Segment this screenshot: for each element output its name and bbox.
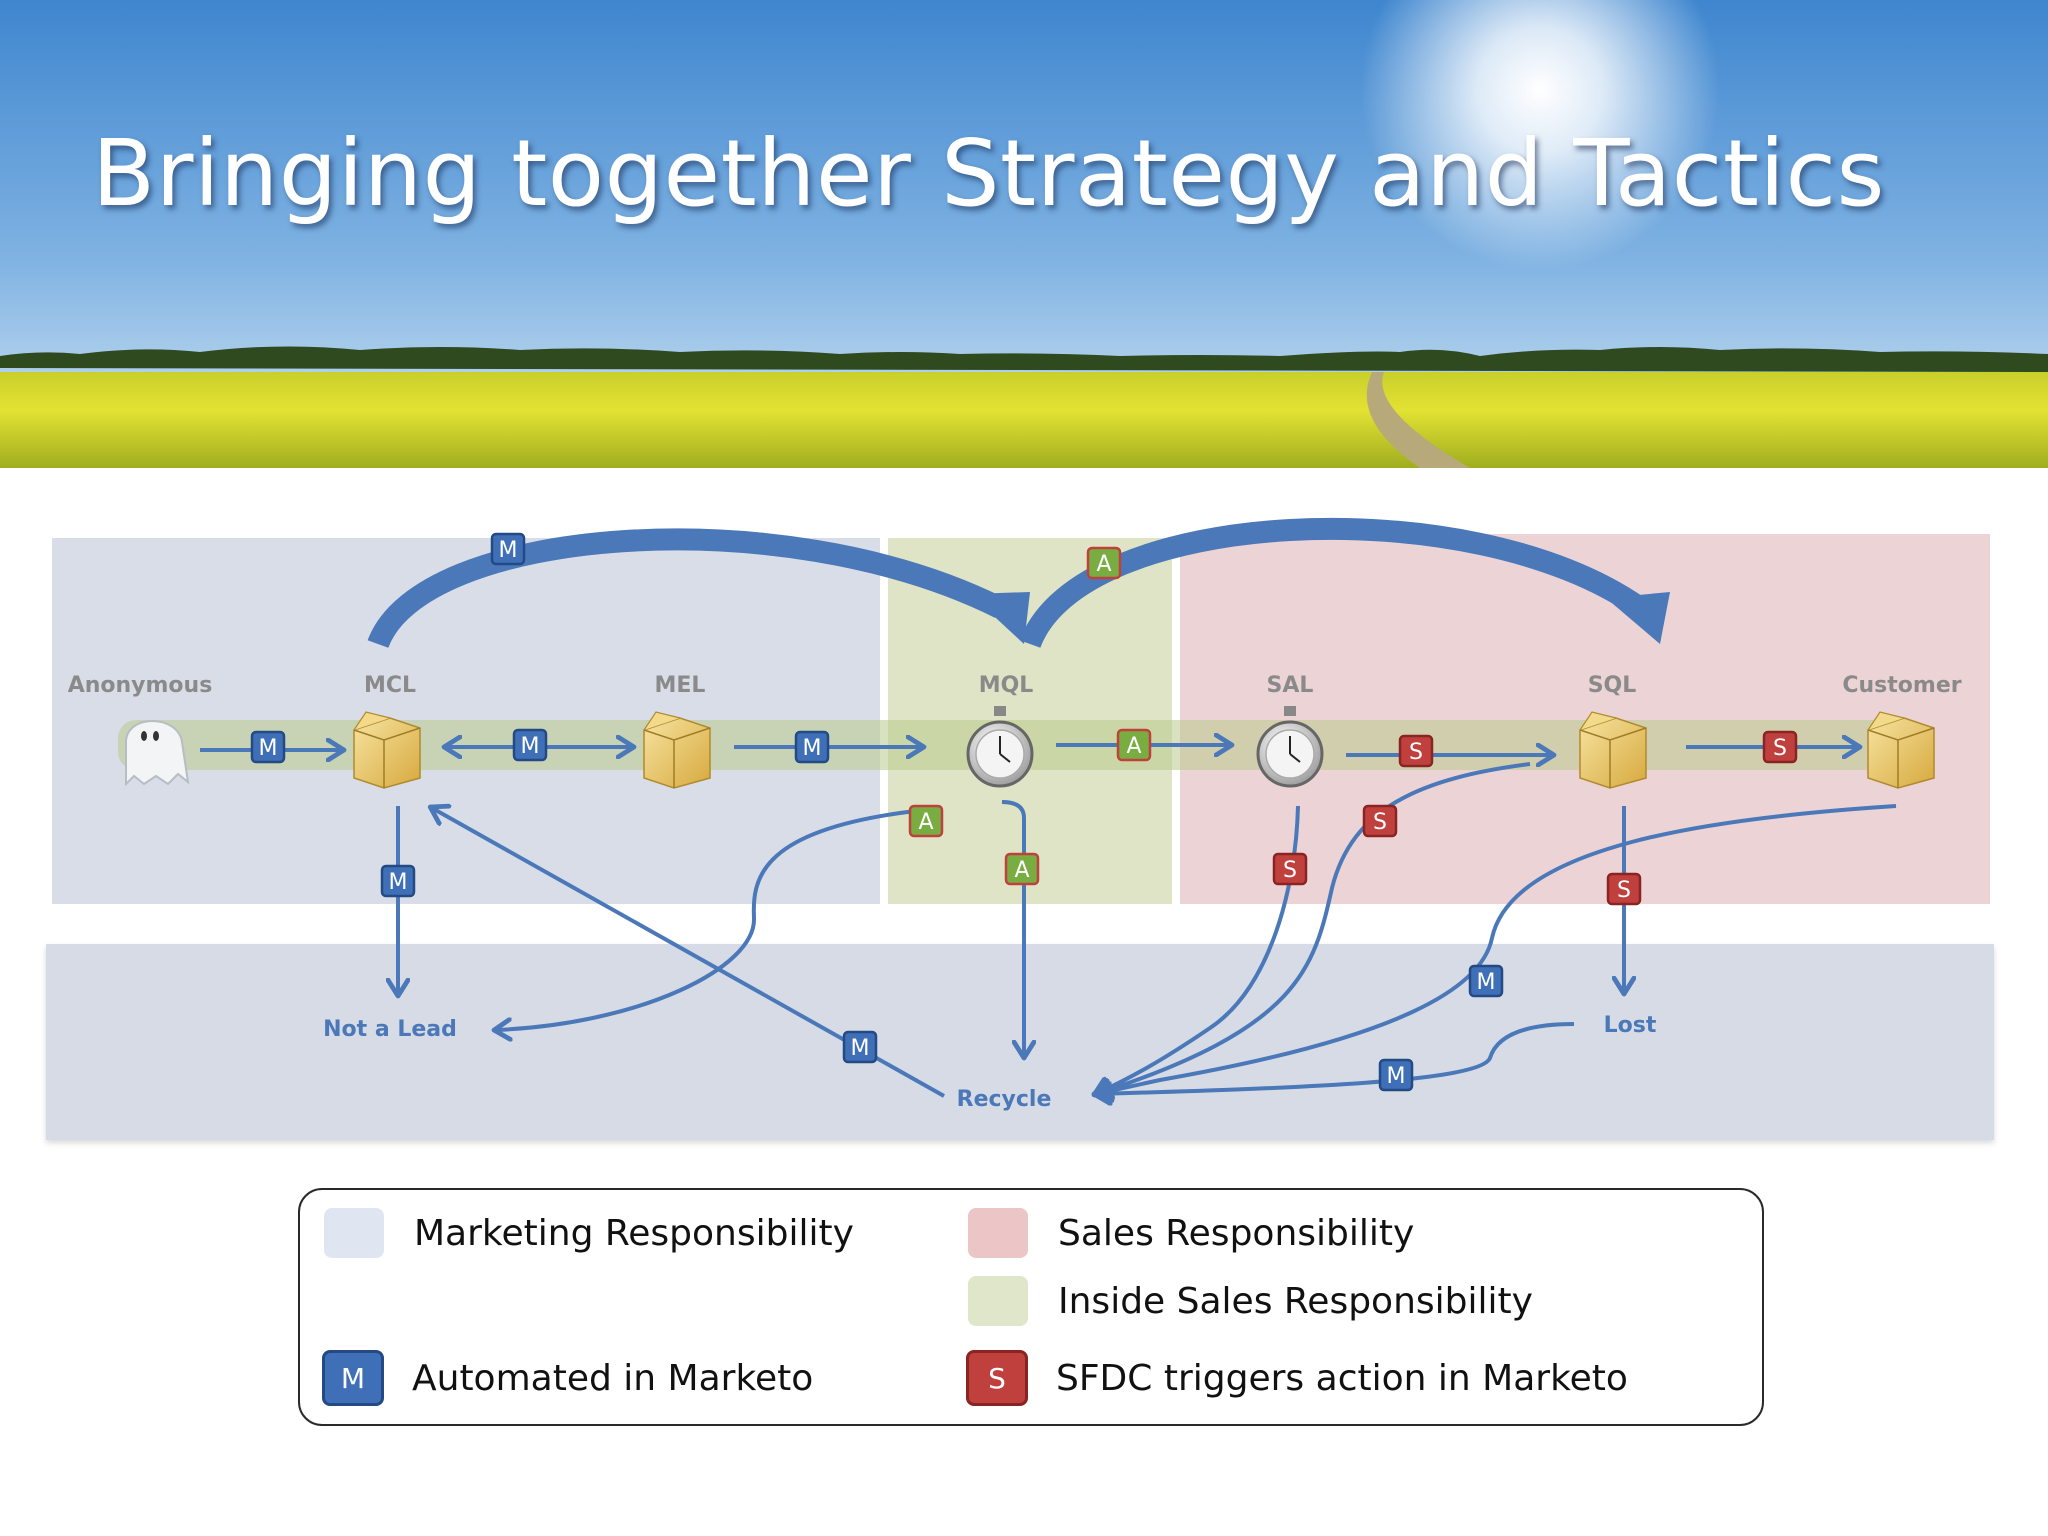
landscape-image (0, 0, 2048, 468)
badge-m: M (250, 730, 286, 764)
box-icon-sql (1579, 711, 1647, 789)
arrow-mql-to-recycle (1001, 800, 1024, 1056)
badge-m: M (512, 728, 548, 762)
outcome-label-recycle: Recycle (957, 1087, 1052, 1112)
legend-sfdc-label: SFDC triggers action in Marketo (1056, 1357, 1628, 1399)
legend-marketing-label: Marketing Responsibility (414, 1212, 854, 1254)
mql-to-sql-arrowhead (1606, 592, 1670, 644)
sales-zone (1180, 534, 1990, 904)
arrow-mql-to-not-a-lead (496, 808, 925, 1030)
badge-a: A (1116, 728, 1152, 762)
svg-text:S: S (1409, 740, 1423, 765)
stage-label-mel: MEL (655, 673, 706, 698)
legend-marketing: Marketing Responsibility (324, 1208, 854, 1258)
stage-label-sal: SAL (1267, 673, 1314, 698)
badge-a: A (1004, 852, 1040, 886)
legend-sfdc: S SFDC triggers action in Marketo (966, 1350, 1628, 1406)
svg-text:A: A (1126, 734, 1141, 759)
badge-s: S (1362, 804, 1398, 838)
lead-lifecycle-diagram: Anonymous MCL MEL MQL SAL SQL Customer N… (46, 517, 1994, 1140)
svg-text:A: A (918, 810, 933, 835)
sales-swatch (968, 1208, 1028, 1258)
legend-automated: M Automated in Marketo (322, 1350, 813, 1406)
badge-m: M (380, 864, 416, 898)
stopwatch-icon-mql (966, 706, 1034, 788)
badge-a: A (908, 804, 944, 838)
badge-s: S (1272, 852, 1308, 886)
svg-text:S: S (1773, 736, 1787, 761)
svg-text:M: M (803, 736, 822, 761)
legend-inside-sales: Inside Sales Responsibility (968, 1276, 1533, 1326)
mcl-to-mql-big-arrow (367, 528, 1005, 649)
inside-sales-swatch (968, 1276, 1028, 1326)
badge-s: S (1606, 872, 1642, 906)
arrow-recycle-to-mcl (432, 808, 945, 1098)
ghost-icon (125, 720, 190, 787)
svg-text:M: M (389, 870, 408, 895)
svg-text:A: A (1014, 858, 1029, 883)
badge-m: M (1378, 1058, 1414, 1092)
stage-label-customer: Customer (1842, 673, 1961, 698)
svg-text:M: M (1387, 1064, 1406, 1089)
arrow-customer-to-recycle (1096, 804, 1897, 1094)
box-icon-mcl (353, 711, 421, 789)
svg-text:M: M (499, 538, 518, 563)
svg-text:A: A (1096, 552, 1111, 577)
badge-s: S (1398, 734, 1434, 768)
stopwatch-icon-sal (1256, 706, 1324, 788)
legend-sales-label: Sales Responsibility (1058, 1212, 1415, 1254)
outcome-label-not-a-lead: Not a Lead (323, 1017, 457, 1042)
stage-label-sql: SQL (1588, 673, 1637, 698)
badge-s: S (1762, 730, 1798, 764)
header-banner: Bringing together Strategy and Tactics (0, 0, 2048, 468)
svg-text:S: S (1373, 810, 1387, 835)
arrow-lost-to-recycle (1096, 1022, 1575, 1094)
svg-text:M: M (521, 734, 540, 759)
svg-text:M: M (851, 1036, 870, 1061)
outcome-label-lost: Lost (1604, 1013, 1657, 1038)
badge-a: A (1086, 546, 1122, 580)
badge-m: M (1468, 964, 1504, 998)
page-title: Bringing together Strategy and Tactics (92, 120, 1885, 227)
badge-m: M (490, 532, 526, 566)
marketing-swatch (324, 1208, 384, 1258)
legend-sales: Sales Responsibility (968, 1208, 1414, 1258)
s-badge-swatch: S (966, 1350, 1028, 1406)
legend-box: Marketing Responsibility Sales Responsib… (298, 1188, 1764, 1426)
arrow-sql-to-recycle-via-s (1096, 762, 1531, 1094)
svg-text:M: M (1477, 970, 1496, 995)
mcl-to-mql-arrowhead (970, 592, 1030, 644)
stage-label-anonymous: Anonymous (68, 673, 213, 698)
box-icon-customer (1867, 711, 1935, 789)
stage-label-mcl: MCL (364, 673, 416, 698)
stage-label-mql: MQL (979, 673, 1034, 698)
box-icon-mel (643, 711, 711, 789)
svg-text:M: M (259, 736, 278, 761)
legend-automated-label: Automated in Marketo (412, 1357, 814, 1399)
svg-text:S: S (1617, 878, 1631, 903)
badge-m: M (842, 1030, 878, 1064)
badge-m: M (794, 730, 830, 764)
m-badge-swatch: M (322, 1350, 384, 1406)
svg-text:S: S (1283, 858, 1297, 883)
mql-to-sql-big-arrow (1019, 517, 1647, 649)
legend-inside-sales-label: Inside Sales Responsibility (1058, 1280, 1533, 1322)
